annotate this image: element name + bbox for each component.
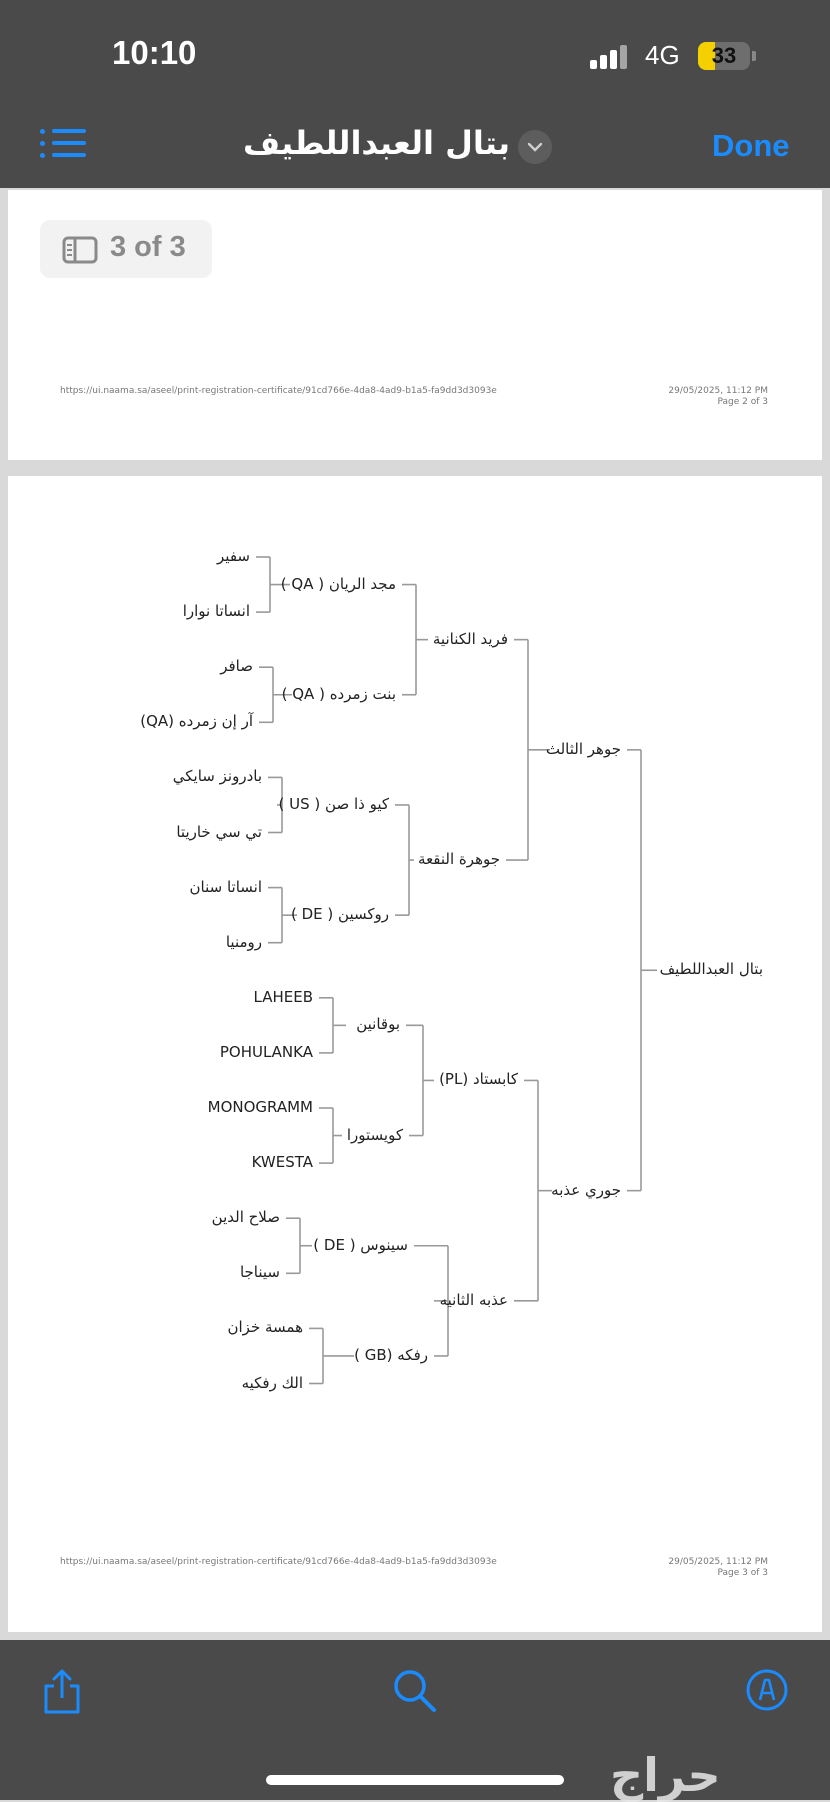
share-icon[interactable] (40, 1668, 84, 1720)
pedigree-gen3-6: سينوس ( DE ) (313, 1235, 408, 1254)
status-time: 10:10 (112, 34, 197, 71)
bottom-toolbar (0, 1640, 830, 1800)
page-indicator[interactable]: 3 of 3 (40, 220, 212, 278)
page-3-date: 29/05/2025, 11:12 PM (668, 1557, 768, 1567)
pedigree-gen2-2: كابستاد (PL) (439, 1070, 518, 1089)
page-2-url: https://ui.naama.sa/aseel/print-registra… (60, 386, 497, 396)
network-type: 4G (645, 40, 680, 70)
markup-icon[interactable] (745, 1668, 789, 1716)
page-3-url: https://ui.naama.sa/aseel/print-registra… (60, 1557, 497, 1567)
pedigree-gen1-0: جوهر الثالث (545, 739, 621, 758)
pedigree-gen4-11: KWESTA (251, 1153, 313, 1172)
document-title[interactable]: بتال العبداللطيف (243, 124, 510, 162)
battery-tip (752, 51, 756, 61)
pedigree-gen4-14: همسة خزان (227, 1318, 303, 1337)
pedigree-gen3-5: كويستورا (346, 1125, 403, 1144)
done-button[interactable]: Done (712, 128, 790, 163)
nav-bar (0, 95, 830, 188)
pedigree-gen3-3: روكسين ( DE ) (291, 905, 389, 924)
pedigree-gen4-15: الك رفكيه (241, 1373, 303, 1392)
pedigree-gen4-7: رومنيا (225, 932, 262, 951)
pedigree-gen4-2: صافر (220, 657, 253, 676)
pedigree-gen2-0: فريد الكنانية (432, 629, 508, 648)
pedigree-gen4-0: سفير (217, 547, 250, 565)
page-2-stamp: 29/05/2025, 11:12 PM Page 2 of 3 (640, 386, 768, 408)
pedigree-gen4-5: تي سي خاريتا (176, 822, 262, 841)
battery-level: 33 (711, 43, 737, 68)
pedigree-gen4-10: MONOGRAMM (207, 1098, 313, 1116)
haraj-watermark: حراج (610, 1748, 721, 1802)
pedigree-gen3-0: مجد الريان ( QA ) (280, 574, 396, 593)
pedigree-gen4-6: انساتا سنان (189, 877, 263, 896)
pedigree-gen4-4: بادرونز سايكي (172, 767, 262, 786)
pedigree-gen3-1: بنت زمرده ( QA ) (281, 684, 396, 703)
battery-icon: 33 (698, 42, 750, 70)
pedigree-gen4-13: سيناجا (239, 1263, 280, 1282)
chevron-down-icon[interactable] (518, 130, 552, 164)
pedigree-gen4-9: POHULANKA (219, 1042, 313, 1061)
pedigree-gen4-3: آر إن زمرده (QA) (140, 712, 253, 731)
list-icon[interactable] (40, 127, 86, 161)
pedigree-gen3-7: رفكه (GB ) (354, 1345, 428, 1364)
pedigree-gen4-8: LAHEEB (253, 987, 314, 1006)
search-icon[interactable] (392, 1668, 438, 1718)
pdf-page-3 (8, 476, 822, 1632)
home-indicator[interactable] (266, 1775, 564, 1785)
pedigree-root: بتال العبداللطيف (659, 960, 763, 979)
pedigree-gen3-4: بوقانين (356, 1015, 400, 1034)
signal-icon (590, 45, 630, 69)
page-2-date: 29/05/2025, 11:12 PM (668, 386, 768, 396)
status-bar: 10:10 4G 33 (0, 0, 830, 95)
pedigree-gen1-1: جوري عذبه (551, 1180, 621, 1199)
pedigree-gen3-2: كيو ذا صن ( US ) (278, 794, 389, 813)
page-2-number: Page 2 of 3 (717, 397, 769, 407)
page-indicator-label: 3 of 3 (110, 231, 186, 263)
pedigree-gen4-1: انساتا نوارا (182, 602, 250, 621)
pedigree-gen2-3: عذبه الثانيه (439, 1290, 508, 1309)
sidebar-icon (62, 236, 98, 264)
page-3-number: Page 3 of 3 (717, 1568, 769, 1578)
page-3-stamp: 29/05/2025, 11:12 PM Page 3 of 3 (640, 1557, 768, 1579)
pedigree-gen4-12: صلاح الدين (211, 1208, 280, 1227)
pedigree-gen2-1: جوهرة النقعة (418, 850, 500, 869)
